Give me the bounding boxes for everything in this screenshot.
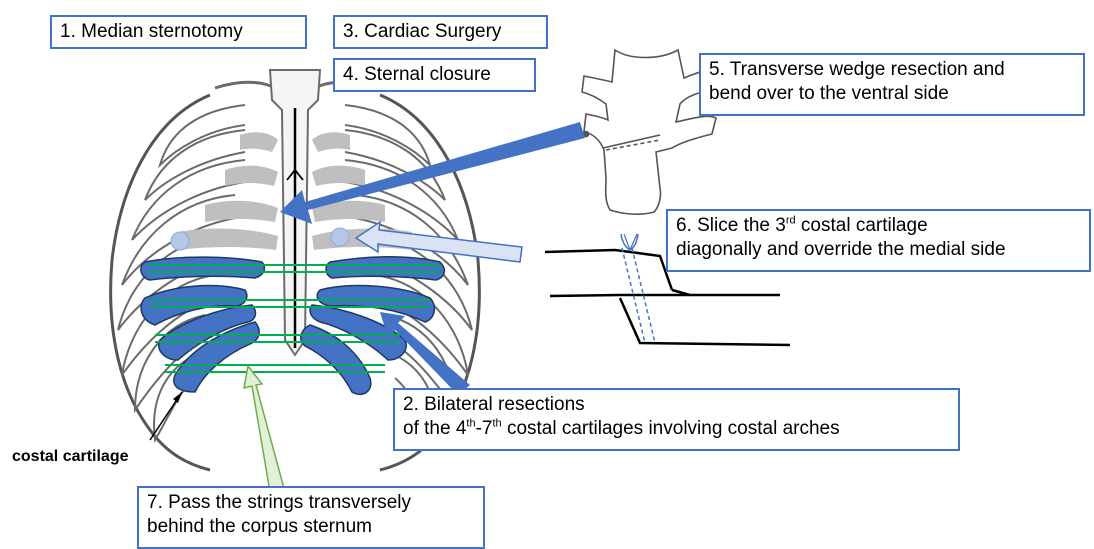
step2-dash: -7	[476, 418, 493, 439]
step1-label: 1. Median sternotomy	[60, 21, 243, 42]
step2-line2: of the 4th-7th costal cartilages involvi…	[403, 417, 950, 441]
step2-post: costal cartilages involving costal arche…	[502, 418, 840, 439]
step4-label: 4. Sternal closure	[343, 64, 491, 85]
step3-box: 3. Cardiac Surgery	[333, 15, 548, 49]
step6-sup: rd	[786, 215, 796, 227]
step5-line1: 5. Transverse wedge resection and	[709, 58, 1075, 82]
slice-point-left	[171, 232, 189, 250]
step2-sup2: th	[492, 418, 501, 430]
step7-line2: behind the corpus sternum	[147, 515, 475, 539]
step2-box: 2. Bilateral resections of the 4th-7th c…	[393, 388, 960, 451]
step1-box: 1. Median sternotomy	[50, 15, 307, 49]
step4-box: 4. Sternal closure	[333, 58, 536, 92]
step3-label: 3. Cardiac Surgery	[343, 21, 501, 42]
slice-point-right	[331, 228, 349, 246]
step7-box: 7. Pass the strings transversely behind …	[137, 486, 485, 549]
step6-box: 6. Slice the 3rd costal cartilage diagon…	[666, 209, 1091, 272]
step6-line2: diagonally and override the medial side	[676, 238, 1081, 262]
costal-cartilage-label: costal cartilage	[12, 448, 129, 466]
step2-sup1: th	[466, 418, 475, 430]
step6-post: costal cartilage	[796, 215, 928, 236]
step5-line2: bend over to the ventral side	[709, 82, 1075, 106]
arrow-step7	[244, 366, 285, 492]
step6-line1: 6. Slice the 3rd costal cartilage	[676, 214, 1081, 238]
step2-pre: of the 4	[403, 418, 466, 439]
step5-box: 5. Transverse wedge resection and bend o…	[699, 53, 1085, 116]
step7-line1: 7. Pass the strings transversely	[147, 491, 475, 515]
step2-line1: 2. Bilateral resections	[403, 393, 950, 417]
step6-pre: 6. Slice the 3	[676, 215, 786, 236]
